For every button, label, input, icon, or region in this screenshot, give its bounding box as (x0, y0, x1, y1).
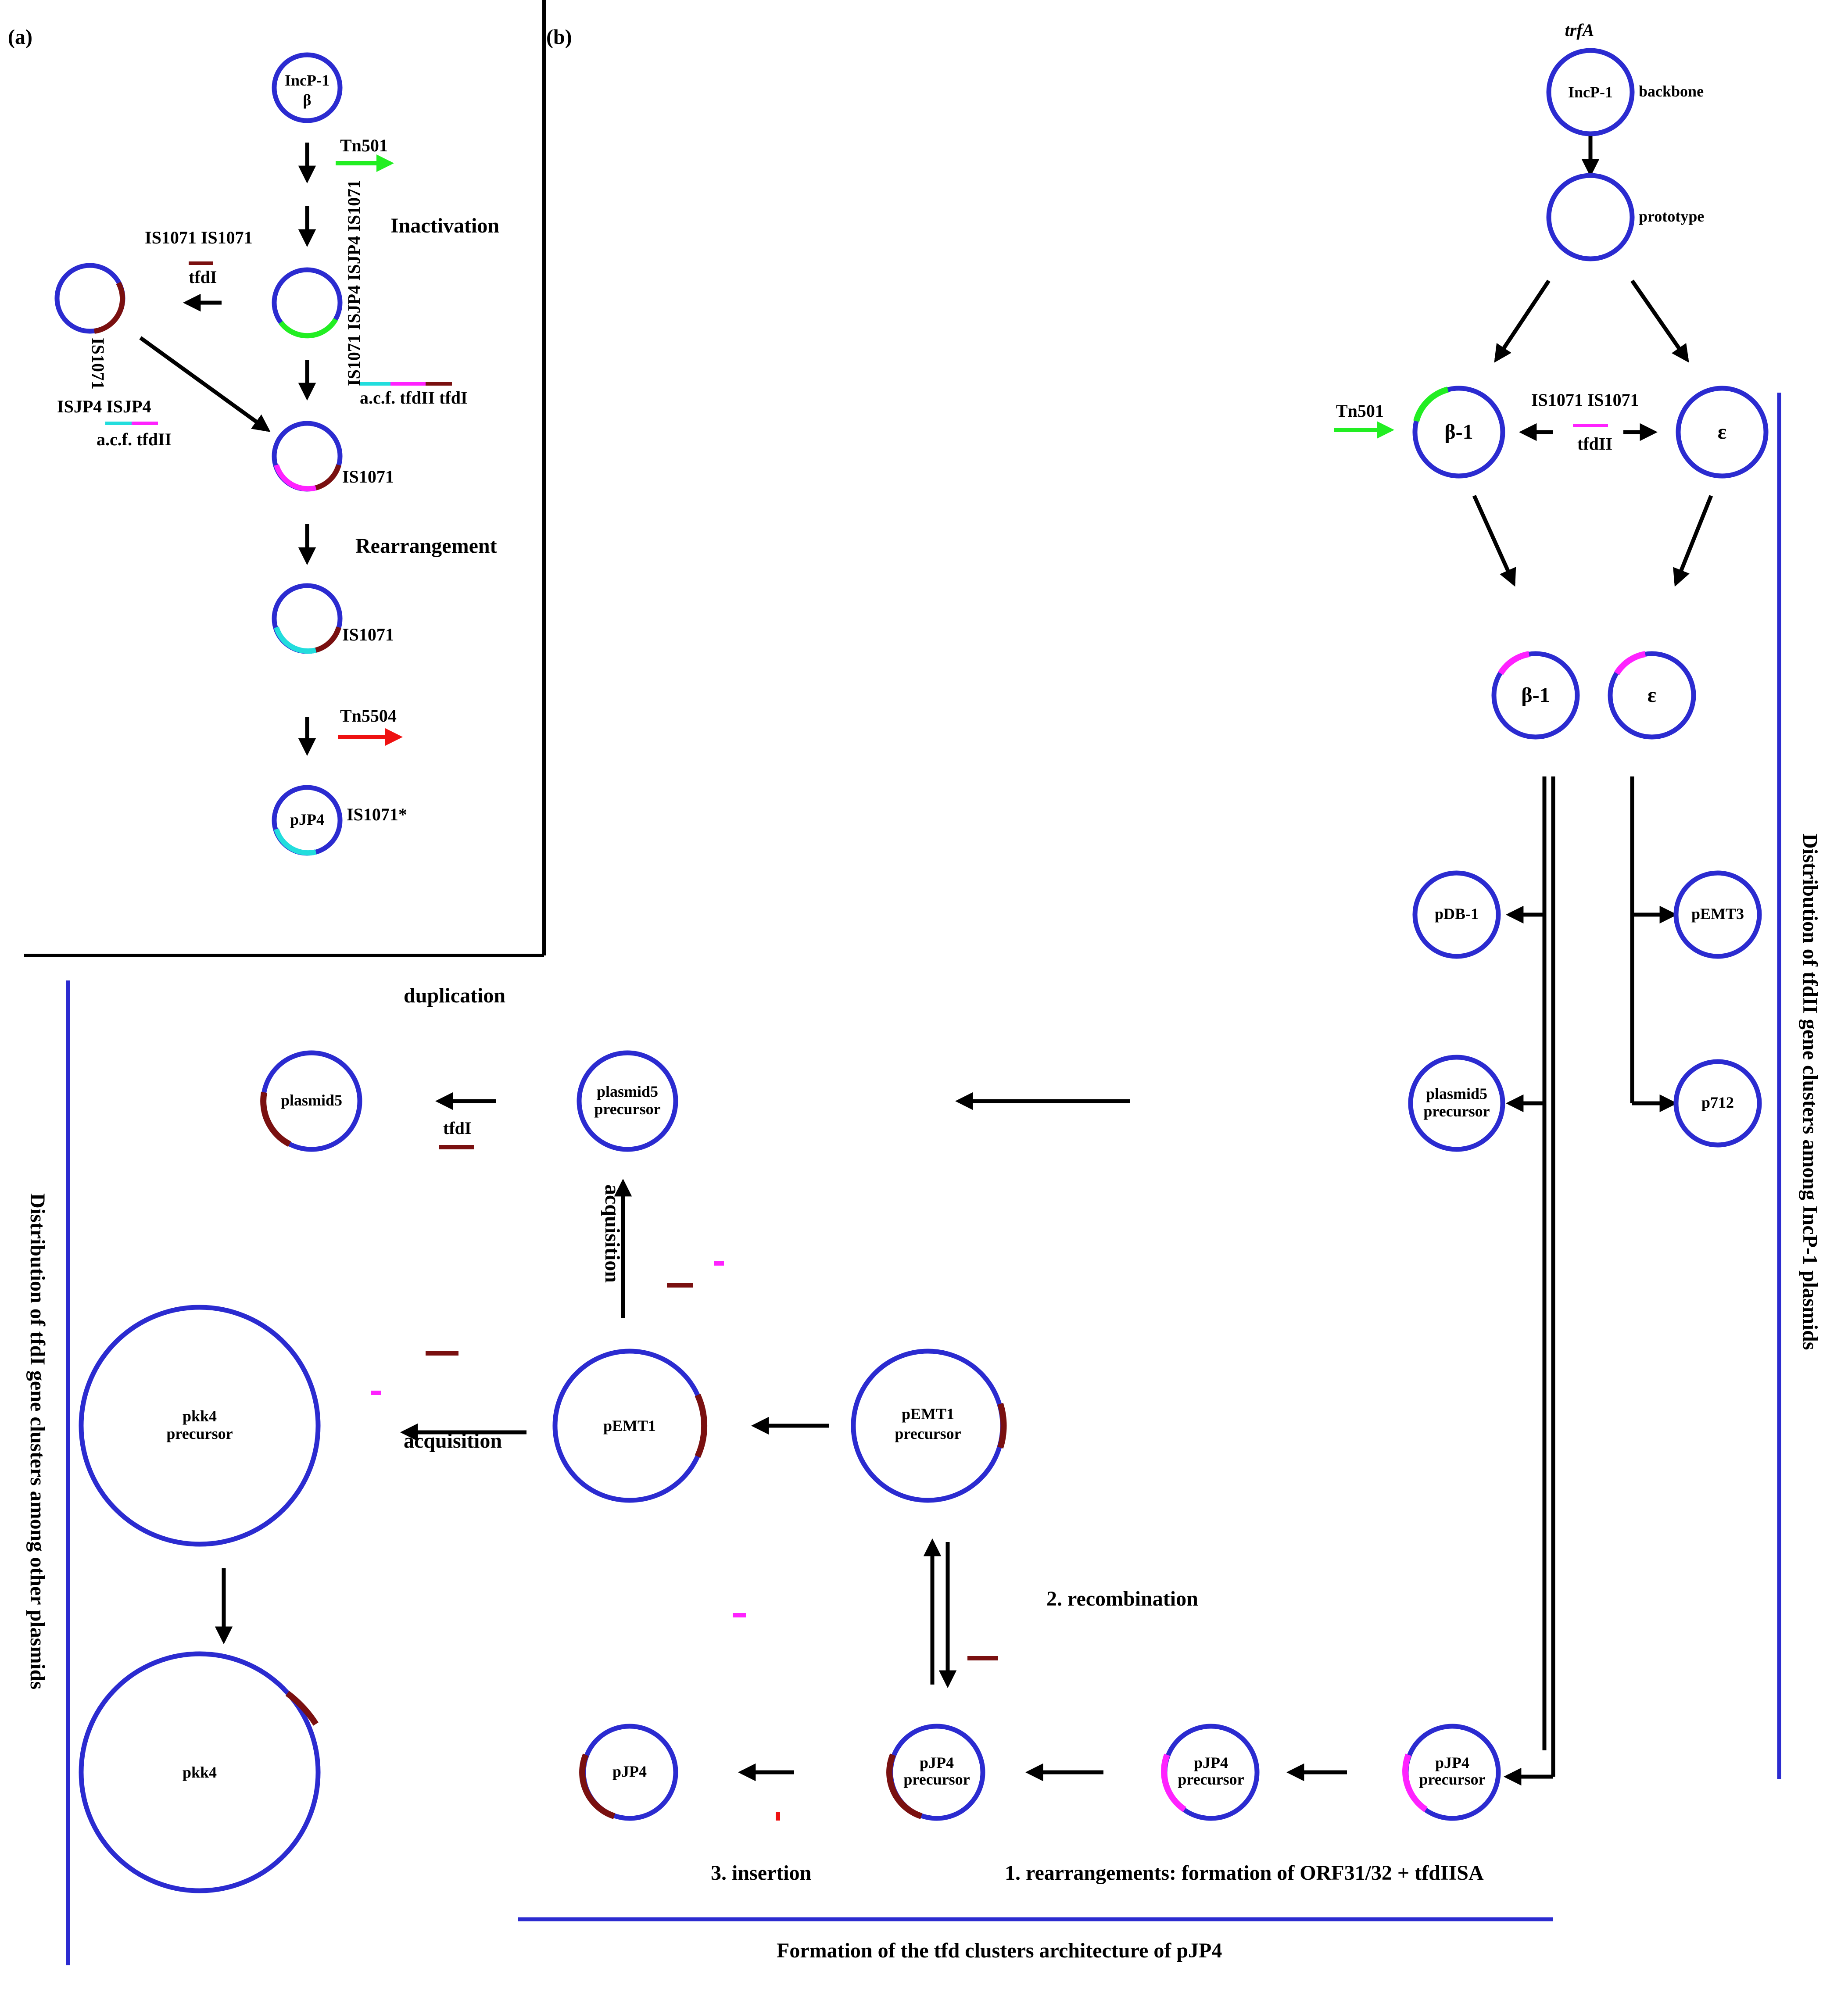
panel-b-top: trfA IncP-1 backbone prototype Tn501 β-1… (1334, 20, 1769, 1777)
panel-b-bottom: pJP4 3. insertion pJP4 precursor pJP4 pr… (579, 1724, 1553, 1962)
panel-a-frame (24, 0, 546, 957)
left-title: Distribution of tfdI gene clusters among… (26, 1193, 49, 1689)
recombination-label: 2. recombination (1046, 1587, 1198, 1610)
plasmid-prototype (1546, 173, 1635, 261)
pjp4-pre-2-b: precursor (1178, 1771, 1244, 1788)
pkk4-pre-1: pkk4 (183, 1407, 217, 1425)
plasmid-pkk4-pre (79, 1305, 321, 1547)
incp1-beta-label-2: β (303, 91, 312, 109)
insertion-label: 3. insertion (711, 1861, 811, 1885)
rearrangement-label: Rearrangement (355, 534, 497, 558)
pjp4-pre-1-b: precursor (903, 1771, 970, 1788)
panel-b-middle: duplication plasmid5 tfdI plasmid5 precu… (79, 984, 1198, 1893)
tfd1-dup: tfdI (443, 1118, 471, 1138)
tfd1-a: tfdI (189, 267, 217, 287)
pjp4-pre-2-a: pJP4 (1194, 1754, 1228, 1771)
plasmid-epsilon (1676, 386, 1769, 479)
plasmid-pdb1 (1412, 870, 1501, 959)
inactivation-label: Inactivation (390, 214, 499, 237)
plasmid5-label: plasmid5 (281, 1091, 342, 1109)
p712-label: p712 (1701, 1094, 1734, 1111)
acf-tfd2-a: a.c.f. tfdII (97, 429, 172, 449)
beta1-label: β-1 (1444, 420, 1473, 444)
plasmid-beta1 (1412, 386, 1505, 479)
pkk4-pre-2: precursor (166, 1425, 233, 1442)
pjp4-b-label: pJP4 (612, 1763, 647, 1780)
panel-b-label: (b) (546, 25, 572, 49)
panel-a: IncP-1 β Tn501 Inactivation IS1071 IS107… (54, 52, 499, 856)
tn501-label: Tn501 (340, 136, 388, 155)
pemt1-pre-1: pEMT1 (902, 1405, 954, 1423)
acf-tfd-a: a.c.f. tfdII tfdI (360, 388, 468, 408)
panel-a-label: (a) (8, 25, 32, 49)
pkk4-label: pkk4 (183, 1764, 217, 1781)
right-title: Distribution of tfdII gene clusters amon… (1798, 834, 1822, 1350)
isjp4-pair-a: ISJP4 ISJP4 (57, 397, 151, 416)
beta1-b-label: β-1 (1521, 683, 1550, 707)
is1071-r1: IS1071 (342, 467, 394, 487)
backbone-label: backbone (1639, 82, 1704, 100)
epsilon-b-label: ε (1647, 683, 1657, 707)
plasmid5-pre-b-2: precursor (1423, 1102, 1490, 1120)
trfA-label: trfA (1565, 20, 1594, 40)
is1071-r2: IS1071 (342, 625, 394, 644)
prototype-label: prototype (1639, 207, 1704, 225)
plasmid-beta1-b (1491, 651, 1580, 740)
is1071-pair-a: IS1071 IS1071 (145, 228, 253, 247)
acquisition-horizontal: acquisition (404, 1429, 502, 1452)
plasmid-pkk4 (79, 1651, 321, 1893)
plasmid5-pre-1: plasmid5 (597, 1083, 658, 1100)
tn5504-label: Tn5504 (340, 706, 397, 726)
is1071-left-a: IS1071 (88, 338, 108, 390)
pemt1-pre-2: precursor (895, 1425, 961, 1442)
pemt3-label: pEMT3 (1691, 905, 1744, 923)
pjp4-pre-3-b: precursor (1419, 1771, 1485, 1788)
plasmid-incp1-beta (272, 52, 343, 123)
acquisition-vertical: acquisition (601, 1184, 624, 1283)
is-group-top-a: IS1071 ISJP4 ISJP4 IS1071 (344, 180, 364, 386)
pjp4-pre-1-a: pJP4 (920, 1754, 954, 1771)
is1071-star: IS1071* (347, 805, 407, 824)
incp1-beta-label-1: IncP-1 (285, 72, 329, 89)
plasmid-pemt3 (1673, 870, 1762, 959)
tfd2-b: tfdII (1577, 434, 1612, 454)
plasmid-plasmid5-pre-b (1408, 1055, 1505, 1152)
duplication-label: duplication (404, 984, 505, 1007)
epsilon-label: ε (1718, 420, 1727, 444)
plasmid-plasmid5-pre (577, 1050, 678, 1152)
pdb1-label: pDB-1 (1435, 905, 1479, 923)
plasmid-p712 (1673, 1059, 1762, 1148)
is1071-pair-b: IS1071 IS1071 (1531, 390, 1639, 410)
plasmid5-pre-b-1: plasmid5 (1426, 1085, 1487, 1102)
pemt1-label: pEMT1 (603, 1417, 656, 1435)
plasmid-incp1-backbone (1546, 48, 1635, 136)
rearrangements-label: 1. rearrangements: formation of ORF31/32… (1005, 1861, 1484, 1885)
pjp4-a-label: pJP4 (290, 811, 324, 828)
pjp4-pre-3-a: pJP4 (1435, 1754, 1469, 1771)
bottom-title: Formation of the tfd clusters architectu… (777, 1939, 1222, 1962)
incp1-label: IncP-1 (1568, 83, 1613, 101)
plasmid5-pre-2: precursor (594, 1100, 660, 1118)
plasmid-epsilon-b (1608, 651, 1696, 740)
tn501-b-label: Tn501 (1336, 401, 1384, 421)
